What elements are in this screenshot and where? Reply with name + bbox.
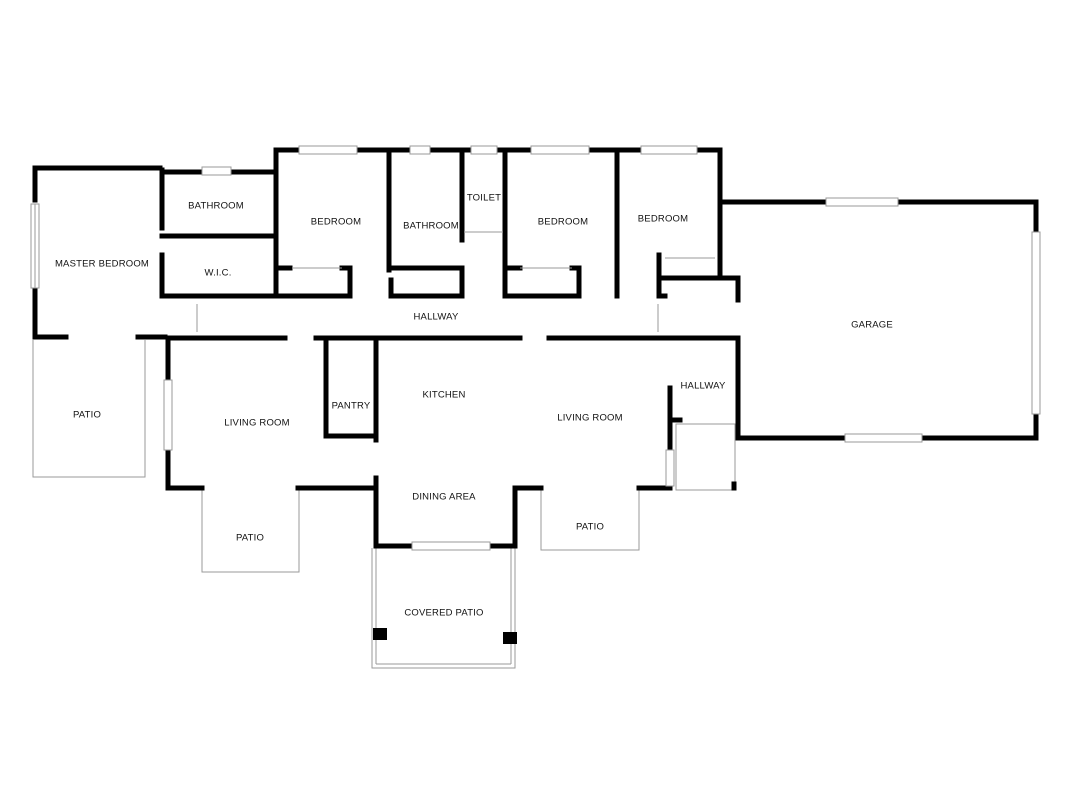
label-patio-west: PATIO (73, 410, 101, 421)
label-bedroom-2: BEDROOM (538, 217, 589, 228)
label-kitchen: KITCHEN (422, 390, 465, 401)
label-master-bedroom: MASTER BEDROOM (55, 259, 149, 270)
label-wic: W.I.C. (204, 268, 231, 279)
room-labels: MASTER BEDROOM BATHROOM W.I.C. BEDROOM B… (55, 193, 893, 619)
label-hallway-east: HALLWAY (680, 381, 726, 392)
label-patio-east: PATIO (576, 522, 604, 533)
patio-outlines (32, 304, 736, 669)
label-bedroom-3: BEDROOM (638, 214, 689, 225)
label-dining-area: DINING AREA (412, 492, 476, 503)
walls (32, 147, 1039, 549)
label-bedroom-1: BEDROOM (311, 217, 362, 228)
label-toilet: TOILET (467, 193, 501, 204)
label-living-room-west: LIVING ROOM (224, 418, 290, 429)
label-patio-south: PATIO (236, 533, 264, 544)
patio-columns (373, 628, 517, 644)
label-covered-patio: COVERED PATIO (404, 608, 483, 619)
label-bathroom-1: BATHROOM (188, 201, 244, 212)
label-hallway-main: HALLWAY (413, 312, 459, 323)
label-pantry: PANTRY (332, 401, 371, 412)
label-living-room-east: LIVING ROOM (557, 413, 623, 424)
label-bathroom-2: BATHROOM (403, 221, 459, 232)
label-garage: GARAGE (851, 320, 893, 331)
windows (30, 145, 1041, 551)
